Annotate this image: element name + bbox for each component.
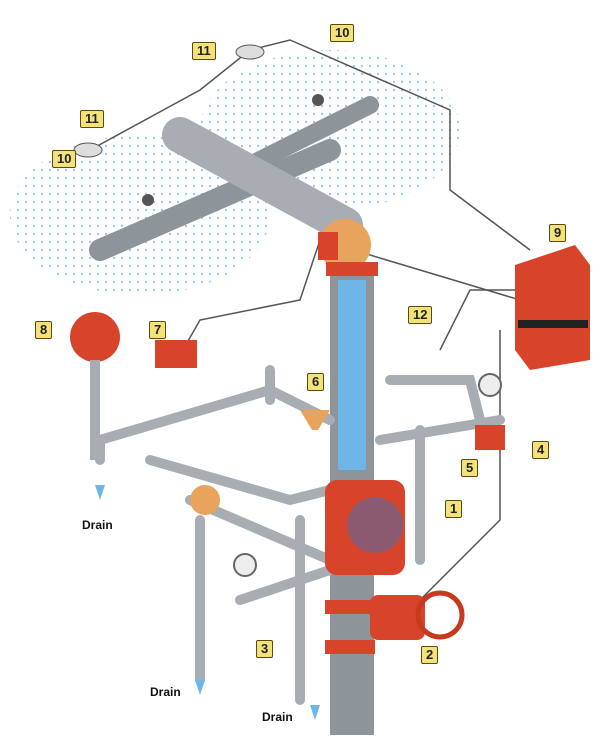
label-10: 10 <box>330 24 355 42</box>
water-spray-left <box>10 135 270 295</box>
drain-arrow <box>310 705 320 720</box>
pressure-switch-box <box>155 340 197 368</box>
trim-piping <box>95 365 505 705</box>
wiring <box>89 39 531 601</box>
water-motor-gong <box>70 312 120 362</box>
smoke-detector <box>73 142 103 158</box>
valve-handwheel <box>415 590 465 640</box>
label-2: 2 <box>421 646 439 664</box>
drain-label: Drain <box>262 710 293 724</box>
label-6: 6 <box>307 373 325 391</box>
sprinkler-head <box>312 94 324 106</box>
label-9: 9 <box>549 224 567 242</box>
pressure-switch-4 <box>475 425 505 450</box>
label-12: 12 <box>408 306 433 324</box>
label-4: 4 <box>532 441 550 459</box>
label-10: 10 <box>52 150 77 168</box>
drain-arrow <box>95 485 105 500</box>
label-5: 5 <box>461 459 479 477</box>
control-panel <box>515 245 590 370</box>
drain-funnel <box>300 410 330 430</box>
drain-label: Drain <box>150 685 181 699</box>
label-11: 11 <box>192 42 216 60</box>
label-1: 1 <box>445 500 463 518</box>
sprinkler-head <box>142 194 154 206</box>
label-3: 3 <box>256 640 274 658</box>
riser-water <box>338 280 366 470</box>
overhead-piping <box>89 96 379 271</box>
drain-arrow <box>195 680 205 695</box>
gauge <box>478 373 502 397</box>
label-8: 8 <box>35 321 53 339</box>
drain-label: Drain <box>82 518 113 532</box>
gauge <box>233 553 257 577</box>
smoke-detector <box>235 44 265 60</box>
label-7: 7 <box>149 321 167 339</box>
label-11: 11 <box>80 110 104 128</box>
